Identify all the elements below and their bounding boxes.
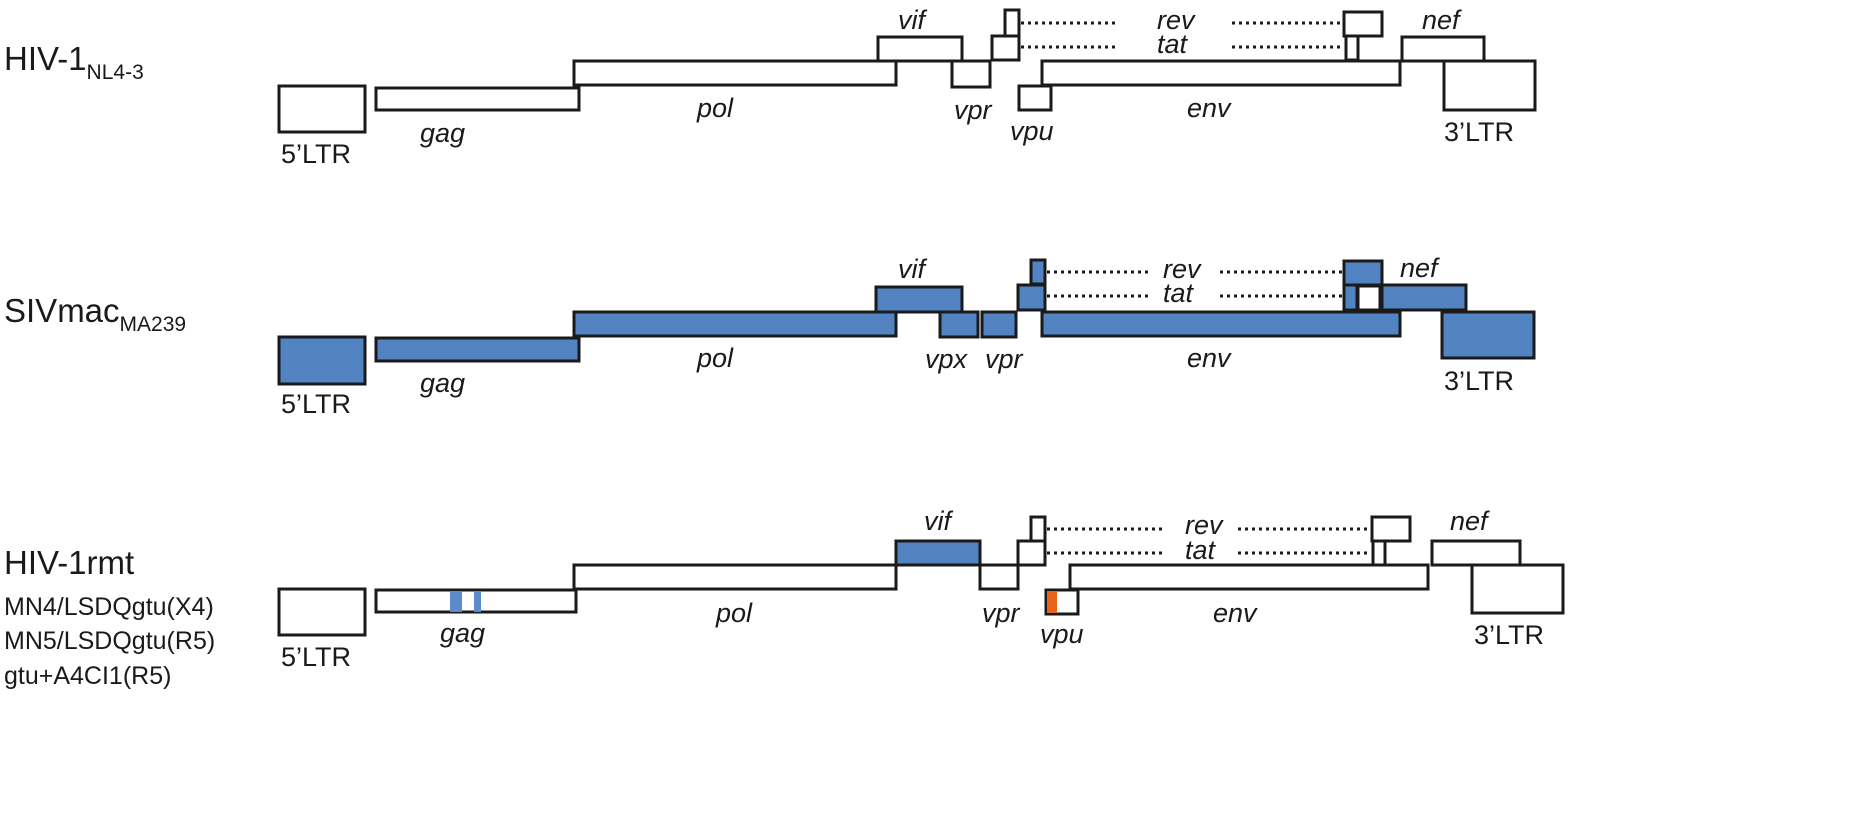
vpu-box: [1017, 84, 1053, 112]
pol-label: pol: [715, 598, 753, 628]
ltr5-box: [277, 335, 367, 386]
vif-label: vif: [924, 506, 953, 536]
tat-label: tat: [1185, 535, 1217, 565]
ltr5-label: 5’LTR: [281, 389, 351, 419]
pol-label: pol: [696, 343, 734, 373]
nef-label: nef: [1400, 253, 1440, 283]
vpu-label: vpu: [1010, 116, 1054, 146]
gag-box: [374, 86, 581, 112]
env-label: env: [1187, 93, 1232, 123]
vpr-label: vpr: [954, 95, 993, 125]
nef-box: [1400, 35, 1486, 63]
strain-label: MN5/LSDQgtu(R5): [4, 627, 215, 655]
pol-box: [572, 563, 898, 591]
tat-exon2-box: [1342, 283, 1359, 312]
strain-label: gtu+A4CI1(R5): [4, 662, 171, 690]
vif-label: vif: [898, 5, 927, 35]
vpr-box: [950, 59, 992, 89]
nef-label: nef: [1422, 5, 1462, 35]
nef-box: [1380, 283, 1468, 312]
rev-exon1-box: [1003, 8, 1021, 38]
vpu-orange-segment: [1047, 591, 1057, 613]
env-box: [1040, 59, 1402, 87]
gag-siv-segment-1: [450, 591, 462, 612]
vif-label: vif: [898, 254, 927, 284]
row-title: HIV-1rmt: [4, 544, 134, 581]
rev-exon1-box: [1029, 258, 1047, 286]
tat-exon2-box: [1371, 539, 1387, 567]
row-hiv1-nl43: HIV-1NL4-3 5’LTR gag pol vif vpr vp: [4, 5, 1537, 169]
rev-exon2-box: [1342, 10, 1384, 38]
ltr3-label: 3’LTR: [1444, 117, 1514, 147]
vpr-box: [980, 310, 1018, 339]
env-box: [1040, 310, 1402, 338]
gag-box: [374, 336, 581, 363]
rev-label: rev: [1163, 254, 1202, 284]
env-box: [1068, 563, 1430, 591]
pol-label: pol: [696, 93, 734, 123]
gag-label: gag: [440, 618, 485, 648]
vpx-label: vpx: [925, 344, 969, 374]
vpr-label: vpr: [982, 598, 1021, 628]
pol-box: [572, 59, 898, 87]
vpr-label: vpr: [985, 344, 1024, 374]
nef-label: nef: [1450, 506, 1490, 536]
tat-label: tat: [1157, 29, 1189, 59]
vif-box: [874, 285, 964, 314]
ltr3-box: [1440, 310, 1536, 360]
rev-label: rev: [1157, 5, 1196, 35]
tat-exon1-box: [1016, 539, 1047, 567]
row-title-subscript: NL4-3: [87, 61, 144, 84]
ltr5-box: [277, 84, 367, 134]
row-title-main: HIV-1: [4, 40, 87, 77]
row-title: SIVmacMA239: [4, 292, 186, 336]
rev-exon2-box: [1342, 259, 1384, 287]
tat-intron-gap: [1356, 284, 1382, 312]
pol-box: [572, 310, 898, 338]
env-label: env: [1213, 598, 1258, 628]
row-title: HIV-1NL4-3: [4, 40, 144, 84]
rev-exon1-box: [1029, 515, 1047, 543]
strain-label: MN4/LSDQgtu(X4): [4, 593, 214, 621]
ltr3-box: [1470, 563, 1565, 615]
tat-exon1-box: [990, 34, 1021, 62]
gag-label: gag: [420, 368, 465, 398]
vpu-label: vpu: [1040, 619, 1084, 649]
gag-label: gag: [420, 118, 465, 148]
ltr5-box: [277, 587, 367, 637]
ltr5-label: 5’LTR: [281, 642, 351, 672]
vpr-box: [978, 563, 1020, 591]
gag-siv-segment-2: [474, 591, 481, 612]
vif-box: [894, 539, 982, 567]
row-sivmac-ma239: SIVmacMA239 5’LTR gag pol vif vpx: [4, 253, 1536, 419]
row-title-main: SIVmac: [4, 292, 120, 329]
rev-exon2-box: [1370, 515, 1412, 543]
ltr3-box: [1442, 59, 1537, 112]
vif-box: [876, 35, 964, 63]
ltr3-label: 3’LTR: [1444, 366, 1514, 396]
row-title-subscript: MA239: [120, 313, 187, 336]
tat-exon2-box: [1344, 34, 1360, 62]
rev-label: rev: [1185, 510, 1224, 540]
tat-exon1-box: [1016, 283, 1047, 312]
ltr5-label: 5’LTR: [281, 139, 351, 169]
row-hiv1-rmt: HIV-1rmt MN4/LSDQgtu(X4) MN5/LSDQgtu(R5)…: [4, 506, 1565, 690]
nef-box: [1430, 539, 1522, 567]
env-label: env: [1187, 343, 1232, 373]
vpx-box: [938, 310, 980, 339]
tat-label: tat: [1163, 278, 1195, 308]
ltr3-label: 3’LTR: [1474, 620, 1544, 650]
